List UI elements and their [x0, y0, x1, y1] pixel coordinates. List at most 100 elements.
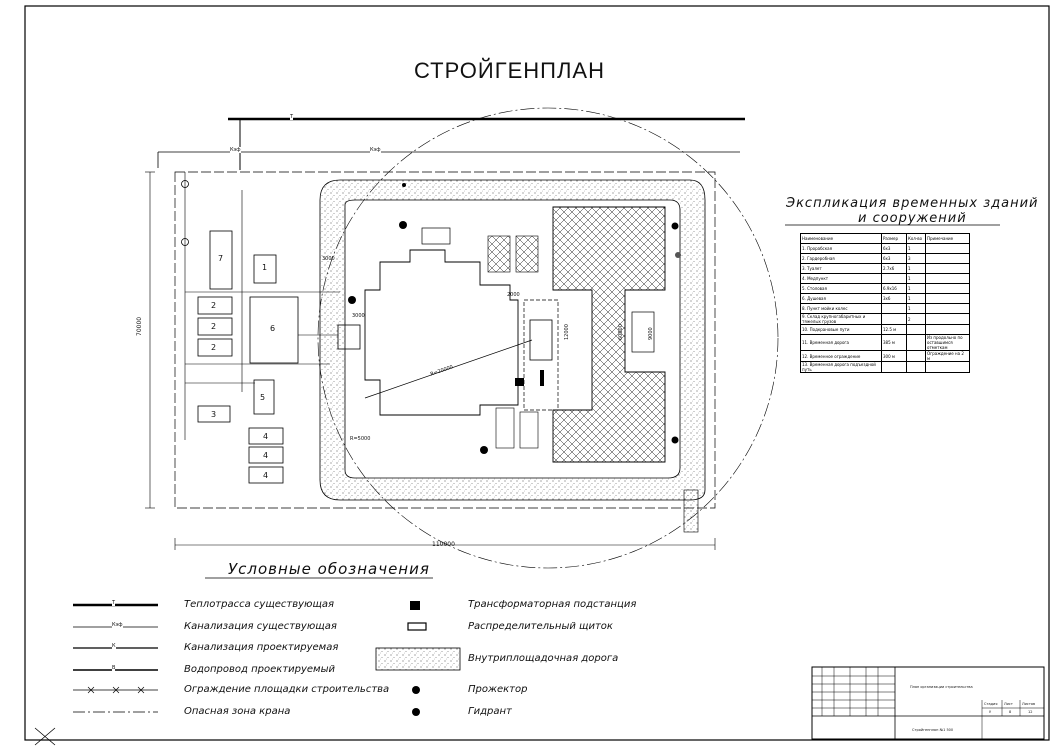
table-cell: 10. Подкрановые пути: [800, 324, 882, 335]
building-label: 7: [218, 254, 224, 263]
transformer-icon: [410, 601, 420, 610]
table-cell: 2. Гардеробная: [800, 253, 882, 264]
switchboard-icon: [407, 622, 427, 631]
table-cell: 3: [906, 253, 926, 264]
explication-title: Экспликация временных зданий: [786, 196, 1039, 211]
stamp-cell: 12: [1028, 710, 1033, 714]
table-header: Размер: [881, 233, 907, 244]
table-cell: 1: [906, 283, 926, 294]
table-cell: [925, 293, 970, 304]
road-hatch-icon: [375, 647, 461, 671]
table-cell: [881, 361, 907, 373]
storage-block: [487, 235, 511, 273]
table-cell: 9. Склад крупногабаритных и тяжелых груз…: [800, 313, 882, 325]
legend-title: Условные обозначения: [228, 560, 430, 578]
table-cell: 1. Прорабская: [800, 243, 882, 254]
crane-radius-line: [364, 339, 533, 399]
table-cell: 5. Столовая: [800, 283, 882, 294]
manhole: [181, 180, 189, 188]
stamp-description: План организации строительства: [910, 685, 973, 689]
dimension-label: 3000: [352, 313, 365, 319]
sheet-frame: [24, 5, 1050, 741]
building-label: 3: [211, 410, 217, 419]
table-cell: [881, 303, 907, 314]
stamp-footer: Стройгенплан №1 500: [912, 728, 954, 732]
legend-label: Водопровод проектируемый: [184, 664, 335, 675]
distribution-board: [540, 370, 544, 386]
explication-title: и сооружений: [858, 211, 967, 226]
table-cell: [925, 303, 970, 314]
storage-area: [495, 407, 515, 449]
dimension-label: 2000: [507, 292, 520, 298]
table-cell: 1: [906, 263, 926, 274]
storage-block: [515, 235, 539, 273]
table-cell: 8. Пункт мойки колес: [800, 303, 882, 314]
table-cell: 4. Медпункт: [800, 273, 882, 284]
fence-marks: [87, 686, 145, 694]
stamp-cell: Лист: [1004, 702, 1013, 706]
line-marker: Кэф: [230, 147, 241, 153]
dimension-label: 9000: [648, 327, 654, 340]
table-cell: 13. Временная дорога подъездной путь: [800, 361, 882, 373]
table-cell: 1: [906, 293, 926, 304]
legend-label: Гидрант: [468, 706, 512, 717]
dimension-label: 12000: [564, 324, 570, 340]
temporary-buildings: [197, 230, 299, 484]
table-cell: 12. Временное ограждение: [800, 350, 882, 362]
table-cell: 2: [906, 313, 926, 325]
corner-mark: [34, 727, 56, 746]
table-cell: [906, 361, 926, 373]
legend-label: Ограждение площадки строительства: [184, 684, 390, 695]
dimension-lines: [145, 171, 716, 550]
table-cell: Ограждение на 2 м: [925, 350, 970, 362]
building-label: 2: [211, 343, 217, 352]
legend-label: Опасная зона крана: [184, 706, 291, 717]
table-header: Наименование: [800, 233, 882, 244]
floodlight-icon: [412, 686, 420, 694]
table-cell: [906, 334, 926, 351]
site-fence: [174, 171, 716, 509]
stamp-cell: 8: [1009, 710, 1012, 714]
dimension-label: R=5000: [350, 436, 371, 442]
table-cell: Из продольно по оставшимся отметкам: [925, 334, 970, 351]
line-marker: Кэф: [370, 147, 381, 153]
sewer-line-existing: [157, 151, 740, 168]
line-marker: Т: [290, 114, 294, 120]
legend-label: Распределительный щиток: [468, 621, 613, 632]
building-label: 6: [270, 324, 276, 333]
legend-label: Канализация существующая: [184, 621, 337, 632]
table-cell: 300 м: [881, 350, 907, 362]
building-label: 4: [263, 432, 269, 441]
table-cell: [925, 243, 970, 254]
table-cell: [925, 273, 970, 284]
table-cell: 11. Временная дорога: [800, 334, 882, 351]
transformer-substation: [515, 378, 524, 386]
building-label: 2: [211, 322, 217, 331]
table-header: Примечание: [925, 233, 970, 244]
table-cell: 385 м: [881, 334, 907, 351]
heat-line-existing: [228, 117, 745, 170]
drawing-title: СТРОЙГЕНПЛАН: [414, 58, 605, 83]
internal-road: [319, 179, 706, 533]
table-cell: [906, 350, 926, 362]
stamp-cell: Листов: [1022, 702, 1036, 706]
table-cell: 6. Душевая: [800, 293, 882, 304]
title-block: [811, 666, 1045, 740]
dimension-label: 60000: [618, 324, 624, 340]
building-label: 2: [211, 301, 217, 310]
legend-label: Прожектор: [468, 684, 528, 695]
table-cell: 3x6: [881, 293, 907, 304]
stamp-cell: Стадия: [984, 702, 998, 706]
dimension-label: 3000: [322, 256, 335, 262]
table-cell: 6x3: [881, 243, 907, 254]
table-cell: [925, 263, 970, 274]
dimension-label: 110000: [432, 541, 455, 548]
legend-label: Теплотрасса существующая: [184, 599, 335, 610]
hydrant-icon: [412, 708, 420, 716]
storage-area: [519, 411, 539, 449]
building-label: 4: [263, 471, 269, 480]
table-cell: 1: [906, 303, 926, 314]
table-cell: [925, 324, 970, 335]
stamp-cell: У: [989, 710, 992, 714]
